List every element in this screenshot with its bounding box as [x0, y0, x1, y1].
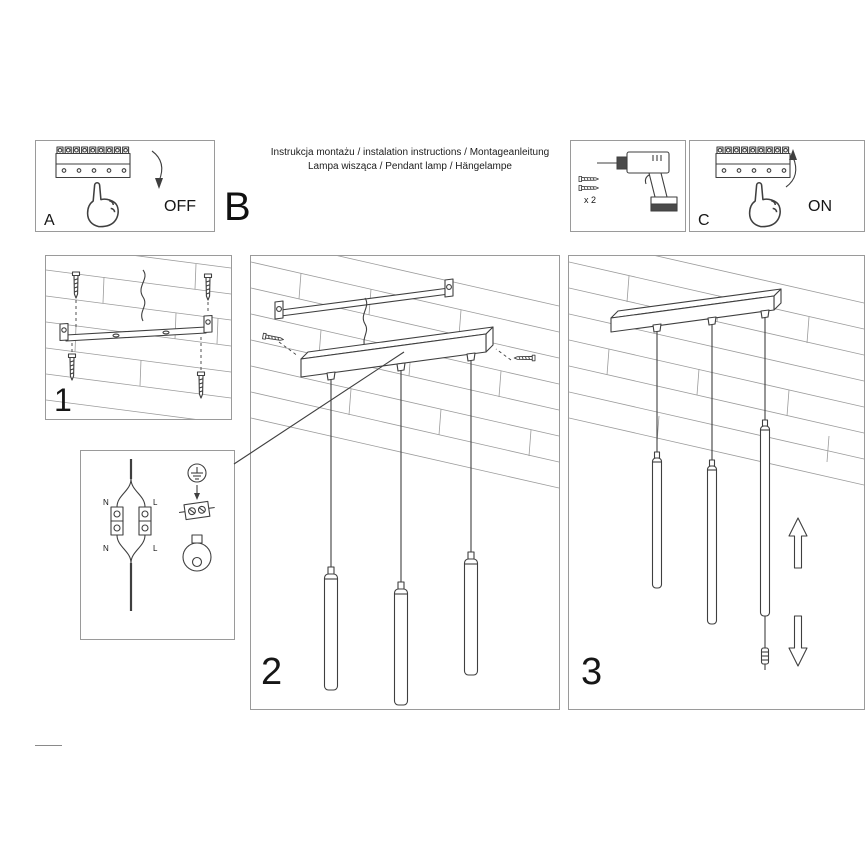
curved-arrow-up-icon	[785, 149, 797, 188]
ceiling-planks	[251, 256, 559, 489]
terminal-block-icon	[56, 147, 130, 178]
wire-neutral-top-label: N	[103, 498, 109, 507]
header-line-2: Lampa wisząca / Pendant lamp / Hängelamp…	[307, 160, 512, 172]
screws-count-label: x 2	[584, 195, 596, 205]
tools-illustration: x 2	[578, 151, 678, 212]
step-3-number: 3	[581, 651, 602, 693]
panel-switch-off: OFF A	[35, 140, 215, 232]
pendant-canopy	[300, 326, 494, 381]
header-text: Instrukcja montażu / instalation instruc…	[240, 146, 580, 173]
step-3-panel: 3	[568, 255, 865, 710]
panel-a-label: A	[44, 212, 55, 229]
ceiling-planks	[46, 256, 231, 419]
terminal-connector-icon	[178, 500, 215, 521]
step-3-illustration: 3	[569, 256, 864, 693]
pendant-tube	[651, 451, 663, 589]
pendant-tube	[463, 551, 479, 676]
on-label: ON	[808, 198, 832, 215]
screws-icon	[578, 175, 599, 192]
step-2-number: 2	[261, 651, 282, 693]
pendant-cables	[656, 317, 766, 466]
step-1-panel: 1	[45, 255, 232, 420]
mounting-bracket-icon	[59, 314, 213, 342]
corner-mark	[35, 745, 62, 746]
power-cable	[362, 297, 368, 349]
curved-arrow-down-icon	[151, 150, 163, 189]
section-b-label: B	[224, 185, 251, 229]
step-1-number: 1	[54, 382, 72, 418]
pendant-canopy	[610, 288, 782, 333]
step-2-illustration: 2	[251, 256, 559, 706]
panel-c-illustration: ON C	[698, 141, 832, 229]
wiring-illustration: N L N L	[103, 459, 215, 611]
wire-live-top-label: L	[153, 498, 158, 507]
wiring-diagram: N L N L	[103, 459, 158, 611]
panel-a-illustration: OFF A	[44, 141, 196, 229]
power-drill-icon	[597, 151, 678, 212]
terminal-block-icon	[716, 147, 790, 178]
header-line-1: Instrukcja montażu / instalation instruc…	[270, 147, 550, 158]
height-adjust-arrows-icon	[788, 517, 808, 667]
panel-switch-on: ON C	[689, 140, 865, 232]
earth-ground-icon	[187, 463, 207, 483]
screw-icon	[71, 271, 81, 299]
power-cable	[140, 269, 146, 322]
screw-icon	[262, 332, 285, 343]
step-2-panel: 2	[250, 255, 560, 710]
screw-icon	[203, 273, 213, 301]
wiring-detail-panel: N L N L	[80, 450, 235, 640]
screw-icon	[513, 354, 536, 362]
pendant-tube	[759, 419, 771, 617]
cable-end-stop	[760, 616, 770, 670]
pendant-tube	[706, 459, 718, 625]
pendant-tube	[393, 581, 409, 706]
screw-icon	[67, 353, 77, 381]
wire-live-bottom-label: L	[153, 544, 158, 553]
wire-neutral-bottom-label: N	[103, 544, 109, 553]
step-1-illustration: 1	[46, 256, 231, 419]
pointing-hand-icon	[86, 182, 119, 228]
panel-c-label: C	[698, 212, 710, 229]
accessories	[178, 463, 215, 572]
pendant-tube	[323, 566, 339, 691]
panel-tools: x 2	[570, 140, 686, 232]
strain-relief-icon	[182, 534, 212, 572]
mounting-bracket-icon	[274, 278, 454, 320]
off-label: OFF	[164, 198, 196, 215]
ceiling-planks	[569, 256, 864, 486]
pointing-hand-icon	[748, 182, 781, 228]
pendant-cables	[330, 361, 472, 589]
arrow-down-icon	[194, 493, 200, 500]
